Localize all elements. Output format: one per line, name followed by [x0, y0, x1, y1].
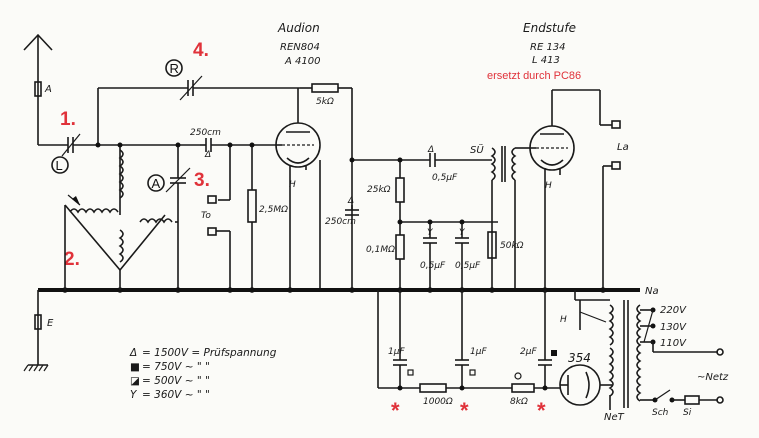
knob-l-label: L	[56, 158, 63, 173]
antenna-label: A	[44, 84, 52, 95]
fuse-label: Si	[683, 408, 692, 418]
endstufe-note: ersetzt durch PC86	[487, 70, 581, 82]
c-250cm-left-label: 250cm	[325, 217, 356, 227]
star-1: *	[391, 398, 400, 423]
star-2: *	[460, 398, 469, 423]
c-05uf-coupling-label: 0,5µF	[432, 173, 458, 183]
c-05uf-b-label: 0,5µF	[420, 261, 446, 271]
knob-r-icon	[165, 59, 183, 77]
netz-label: ~Netz	[697, 372, 729, 383]
grid-capacitor-label: 250cm	[190, 128, 221, 138]
antenna-symbol	[23, 33, 53, 145]
r-5k-label: 5kΩ	[316, 97, 334, 107]
mains-bus-label: Na	[645, 286, 659, 297]
mains-transformer	[574, 290, 642, 410]
annotation-4: 4.	[193, 40, 209, 61]
c-1uf-a-label: 1µF	[388, 347, 405, 357]
legend-text-2: = 500V ~ " "	[142, 375, 210, 387]
legend-symbol-0: Δ	[129, 347, 137, 359]
su-label: SÜ	[470, 143, 484, 156]
interstage-transformer	[490, 146, 517, 182]
fuse-symbol	[684, 395, 700, 405]
annotation-1: 1.	[60, 109, 76, 130]
legend-symbol-3: Y	[130, 389, 138, 401]
star-3: *	[537, 398, 546, 423]
svg-text:Δ: Δ	[347, 196, 354, 206]
heater-h2-label: H	[545, 181, 552, 191]
c-05uf-c-label: 0,5µF	[455, 261, 481, 271]
legend: Δ = 1500V = Prüfspannung ■ = 750V ~ " " …	[129, 347, 277, 401]
resistor-25k	[395, 177, 405, 203]
audion-type2: A 4100	[284, 56, 320, 67]
rectifier-tube	[559, 364, 612, 406]
legend-symbol-2: ◪	[130, 375, 140, 387]
endstufe-type1: RE 134	[530, 42, 566, 53]
resistor-1000	[419, 383, 447, 393]
r-8k-label: 8kΩ	[510, 397, 528, 407]
endstufe-title: Endstufe	[523, 21, 576, 35]
c-2uf-label: 2µF	[520, 347, 537, 357]
r-2-5m-label: 2,5MΩ	[259, 205, 288, 215]
v130-label: 130V	[660, 322, 687, 333]
resistor-0-1m	[395, 234, 405, 260]
legend-text-3: = 360V ~ " "	[142, 389, 210, 401]
phones-label: To	[201, 211, 211, 221]
svg-text:Δ: Δ	[204, 150, 211, 160]
audion-tube	[275, 88, 321, 290]
r-50k-label: 50kΩ	[500, 241, 524, 251]
r-1000-label: 1000Ω	[423, 397, 453, 407]
v220-label: 220V	[660, 305, 687, 316]
knob-l-icon	[51, 156, 69, 174]
knob-a-icon	[147, 174, 165, 192]
net-label: NeT	[604, 412, 625, 423]
anode-resistor-5k	[311, 83, 339, 93]
svg-text:Δ: Δ	[427, 145, 434, 155]
r-25k-label: 25kΩ	[367, 185, 391, 195]
knob-a-label: A	[152, 176, 161, 191]
audion-title: Audion	[277, 21, 320, 35]
audion-type1: REN804	[280, 42, 320, 53]
resistor-50k	[487, 231, 497, 259]
endstufe-type2: L 413	[532, 55, 560, 66]
annotation-3: 3.	[194, 170, 210, 191]
knob-r-label: R	[170, 61, 179, 76]
loudspeaker-label: La	[617, 142, 629, 153]
legend-text-0: = 1500V = Prüfspannung	[142, 347, 277, 359]
c-1uf-b-label: 1µF	[470, 347, 487, 357]
switch-label: Sch	[652, 408, 669, 418]
legend-symbol-1: ■	[130, 361, 140, 373]
endstufe-tube	[529, 90, 575, 290]
voltage-selector	[640, 307, 724, 356]
svg-text:Y: Y	[459, 228, 466, 238]
v110-label: 110V	[660, 338, 687, 349]
earth-label: E	[47, 318, 54, 329]
resistor-8k	[511, 383, 535, 393]
tuning-coil-assembly	[64, 145, 178, 272]
svg-text:Y: Y	[427, 228, 434, 238]
legend-text-1: = 750V ~ " "	[142, 361, 210, 373]
heater-h1-label: H	[289, 180, 296, 190]
tuning-capacitor	[165, 145, 191, 290]
grid-leak-resistor	[247, 189, 257, 223]
heater-h3-label: H	[560, 315, 567, 325]
rectifier-type-label: 354	[568, 351, 591, 365]
r-0-1m-label: 0,1MΩ	[366, 245, 395, 255]
annotation-2: 2.	[64, 249, 80, 270]
